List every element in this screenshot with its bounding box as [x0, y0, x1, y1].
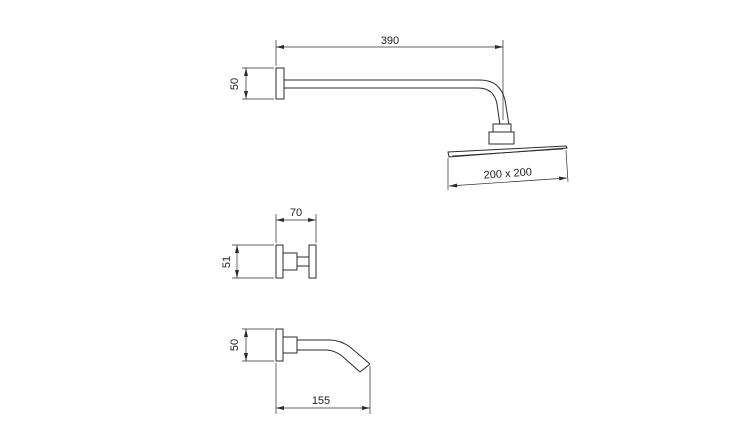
mixer-body — [282, 252, 298, 271]
dim-label-51: 51 — [221, 256, 233, 268]
dim-label-spout-flange: 50 — [229, 339, 241, 351]
shower-arm-flange — [275, 67, 285, 100]
dim-mixer-depth: 70 — [275, 207, 317, 243]
shower-head-neck — [488, 131, 515, 145]
dim-label-390: 390 — [381, 35, 399, 47]
dim-shower-arm-length: 390 — [275, 35, 504, 120]
spout-outlet — [359, 363, 371, 373]
spout-flange — [275, 328, 284, 362]
dim-shower-head: 200 x 200 — [447, 149, 569, 190]
spout-pipe — [297, 339, 371, 373]
mixer-assembly — [275, 244, 317, 279]
dim-spout-length: 155 — [275, 363, 371, 414]
spout-collar — [282, 336, 298, 354]
spout-assembly — [275, 328, 371, 373]
dim-spout-flange: 50 — [229, 328, 274, 362]
dim-label-70: 70 — [290, 207, 302, 219]
shower-head-connector — [492, 123, 512, 133]
mixer-handle — [308, 244, 317, 279]
shower-arm-assembly — [275, 67, 568, 158]
dim-label-head: 200 x 200 — [483, 166, 532, 181]
dim-mixer-flange: 51 — [221, 244, 274, 279]
dim-label-arm-flange: 50 — [229, 78, 241, 90]
dim-shower-arm-flange: 50 — [229, 67, 274, 100]
mixer-flange — [275, 244, 284, 279]
mixer-stem — [296, 256, 310, 267]
dim-label-155: 155 — [312, 395, 330, 407]
shower-arm-pipe — [284, 79, 510, 126]
